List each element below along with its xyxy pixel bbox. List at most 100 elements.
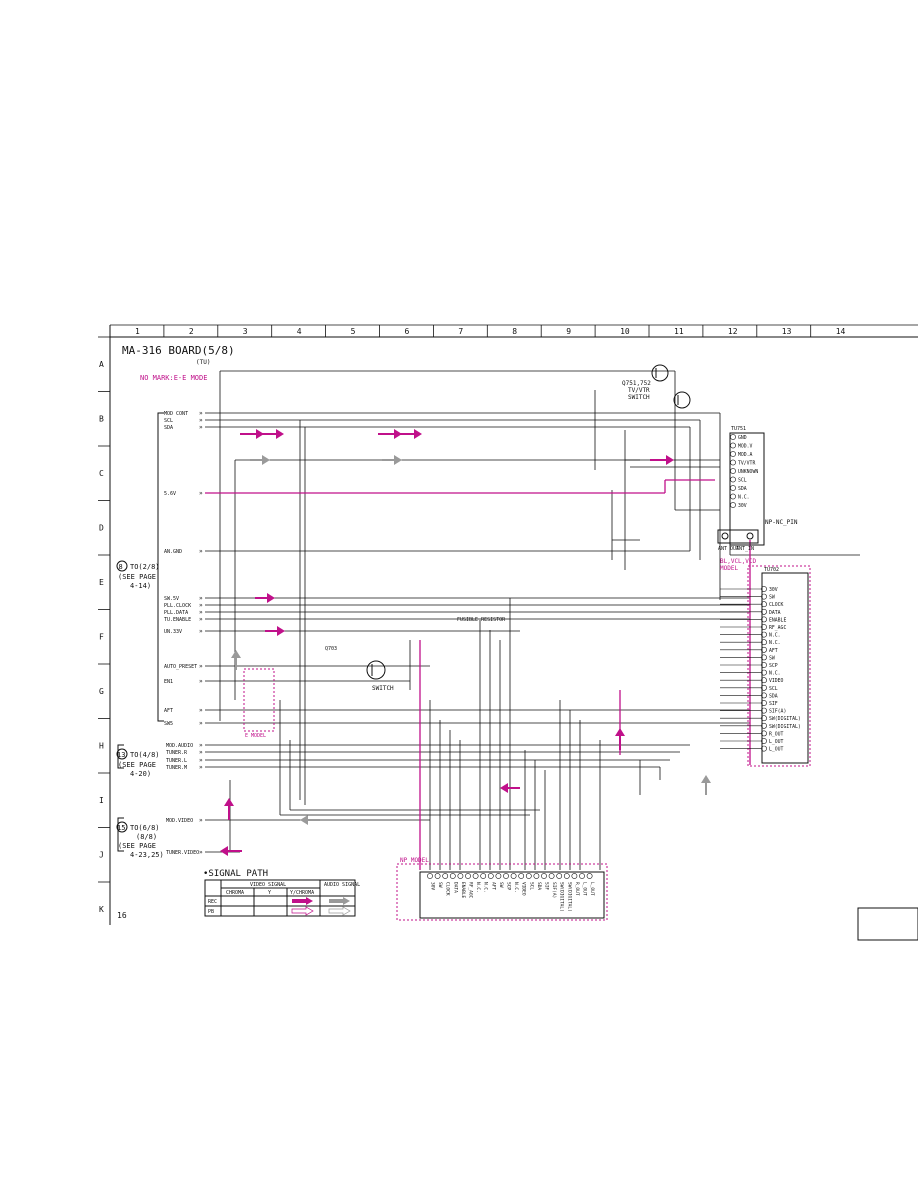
tuner-pin-label: SCL (738, 478, 747, 484)
bl-model-box (747, 565, 811, 767)
connector-arrow-icon: » (199, 849, 203, 856)
connector-arrow-icon: » (199, 749, 203, 756)
pin-circle (761, 646, 767, 653)
pin-circle (730, 502, 736, 508)
tuner-pin-label: N.C. (738, 495, 750, 501)
svg-text:TO(2/8): TO(2/8) (130, 563, 160, 571)
connector-label: SCL (164, 418, 173, 424)
column-label: 8 (512, 327, 517, 336)
pin-circle (761, 608, 767, 615)
pin-circle (563, 873, 570, 879)
np-model-label: NP MODEL (400, 857, 429, 864)
connector-label: EN1 (164, 679, 173, 685)
pin-circle (548, 873, 555, 879)
column-label: 3 (243, 327, 248, 336)
bl-model-label: BL,VCL,VCD (720, 558, 757, 565)
transistor-q703 (366, 660, 386, 680)
svg-text:(SEE PAGE: (SEE PAGE (118, 761, 156, 769)
legend-col-chroma: CHROMA (226, 890, 244, 896)
tuner-pin-label: SW (769, 595, 775, 601)
left-brackets (117, 412, 164, 852)
tuner-pin-label: MOD.A (738, 452, 753, 458)
pin-circle (761, 593, 767, 600)
page-title: MA-316 BOARD(5/8) (122, 344, 235, 357)
pin-circle (730, 442, 736, 449)
row-label: F (99, 633, 104, 642)
connector-group-audio: MOD.AUDIO»TUNER.R»TUNER.L»TUNER.M» (166, 742, 203, 771)
pin-circle (556, 873, 563, 879)
pin-circle (510, 873, 517, 879)
pin-circle (480, 873, 487, 879)
np-pin-label: SW (437, 882, 443, 888)
connector-arrow-icon: » (199, 742, 203, 749)
row-label: A (99, 360, 104, 369)
legend-col-y: Y (268, 890, 271, 896)
tuner-pin-label: 30V (769, 587, 778, 593)
row-label: J (99, 851, 104, 860)
pin-circle (571, 873, 578, 879)
np-model-box (396, 863, 608, 921)
connector-group-main: MOD CONT»SCL»SDA»5.6V»AN.GND»SW.5V»PLL.C… (164, 410, 203, 727)
np-pin-label: DATA (452, 882, 458, 893)
svg-text:(SEE PAGE: (SEE PAGE (118, 573, 156, 581)
pin-circle (761, 624, 767, 630)
connector-label: AN.GND (164, 549, 182, 555)
np-pin-label: SCP (506, 882, 512, 890)
np-pin-label: SW (498, 882, 504, 888)
np-nc-pin-label: NP-NC_PIN (765, 519, 798, 526)
legend-row-pb: PB (208, 909, 214, 915)
connector-arrow-icon: » (199, 678, 203, 685)
connector-arrow-icon: » (199, 548, 203, 555)
tuner-pin-label: R_OUT (769, 731, 784, 737)
connector-label: MOD.AUDIO (166, 743, 193, 749)
connector-arrow-icon: » (199, 609, 203, 616)
connector-label: TUNER.VIDEO (166, 850, 199, 856)
signal-arrows (220, 429, 711, 856)
tuner-pin-label: N.C. (769, 633, 781, 639)
to-label-6-8: 15 TO(6/8) (8/8) (SEE PAGE 4-23,25) (116, 821, 164, 859)
row-label: K (99, 905, 104, 914)
pin-circle (761, 677, 767, 684)
fusible-label: FUSIBLE RESISTOR (457, 617, 506, 623)
connector-label: PLL.CLOCK (164, 603, 191, 609)
page-subtitle: (TU) (196, 359, 210, 366)
pin-circle (761, 669, 767, 676)
pin-circle (730, 459, 736, 466)
pin-circle (761, 692, 767, 699)
q703-ref: Q703 (325, 646, 337, 652)
tuner-pin-label: SDA (769, 693, 778, 699)
pin-circle (761, 601, 767, 608)
tuner-pin-label: TV/VTR (738, 461, 755, 467)
svg-text:4-14): 4-14) (130, 582, 151, 590)
pin-circle (761, 700, 767, 706)
tuner-pin-label: SCL (769, 686, 778, 692)
row-label: B (99, 415, 104, 424)
pin-circle (586, 873, 593, 879)
column-label: 12 (728, 327, 738, 336)
connector-arrow-icon: » (199, 410, 203, 417)
np-pin-label: SW(DIGITAL) (566, 882, 572, 912)
row-label: D (99, 524, 104, 533)
column-label: 5 (351, 327, 356, 336)
connector-arrow-icon: » (199, 764, 203, 771)
tuner-pin-label: MOD.V (738, 444, 753, 450)
tuner-pin-label: VIDEO (769, 678, 784, 684)
svg-text:(SEE PAGE: (SEE PAGE (118, 842, 156, 850)
tuner-pin-label: L_OUT (769, 739, 784, 745)
column-label: 13 (782, 327, 792, 336)
pin-circle (761, 684, 767, 691)
pin-circle (533, 873, 540, 879)
legend-col-ychroma: Y/CHROMA (290, 890, 314, 896)
pin-circle (730, 451, 736, 457)
row-label: C (99, 469, 104, 478)
pin-circle (472, 873, 479, 879)
pin-circle (730, 493, 736, 500)
legend-audio-header: AUDIO SIGNAL (324, 882, 360, 888)
ant-out-label: ANT OUT (718, 546, 739, 552)
tuner-tu751-body (729, 432, 765, 546)
pin-circle (761, 730, 767, 737)
svg-text:8: 8 (119, 563, 123, 571)
connector-label: SW5 (164, 721, 173, 727)
to-label-2-8: 8 TO(2/8) (SEE PAGE 4-14) (116, 560, 160, 590)
pin-circle (518, 873, 525, 879)
